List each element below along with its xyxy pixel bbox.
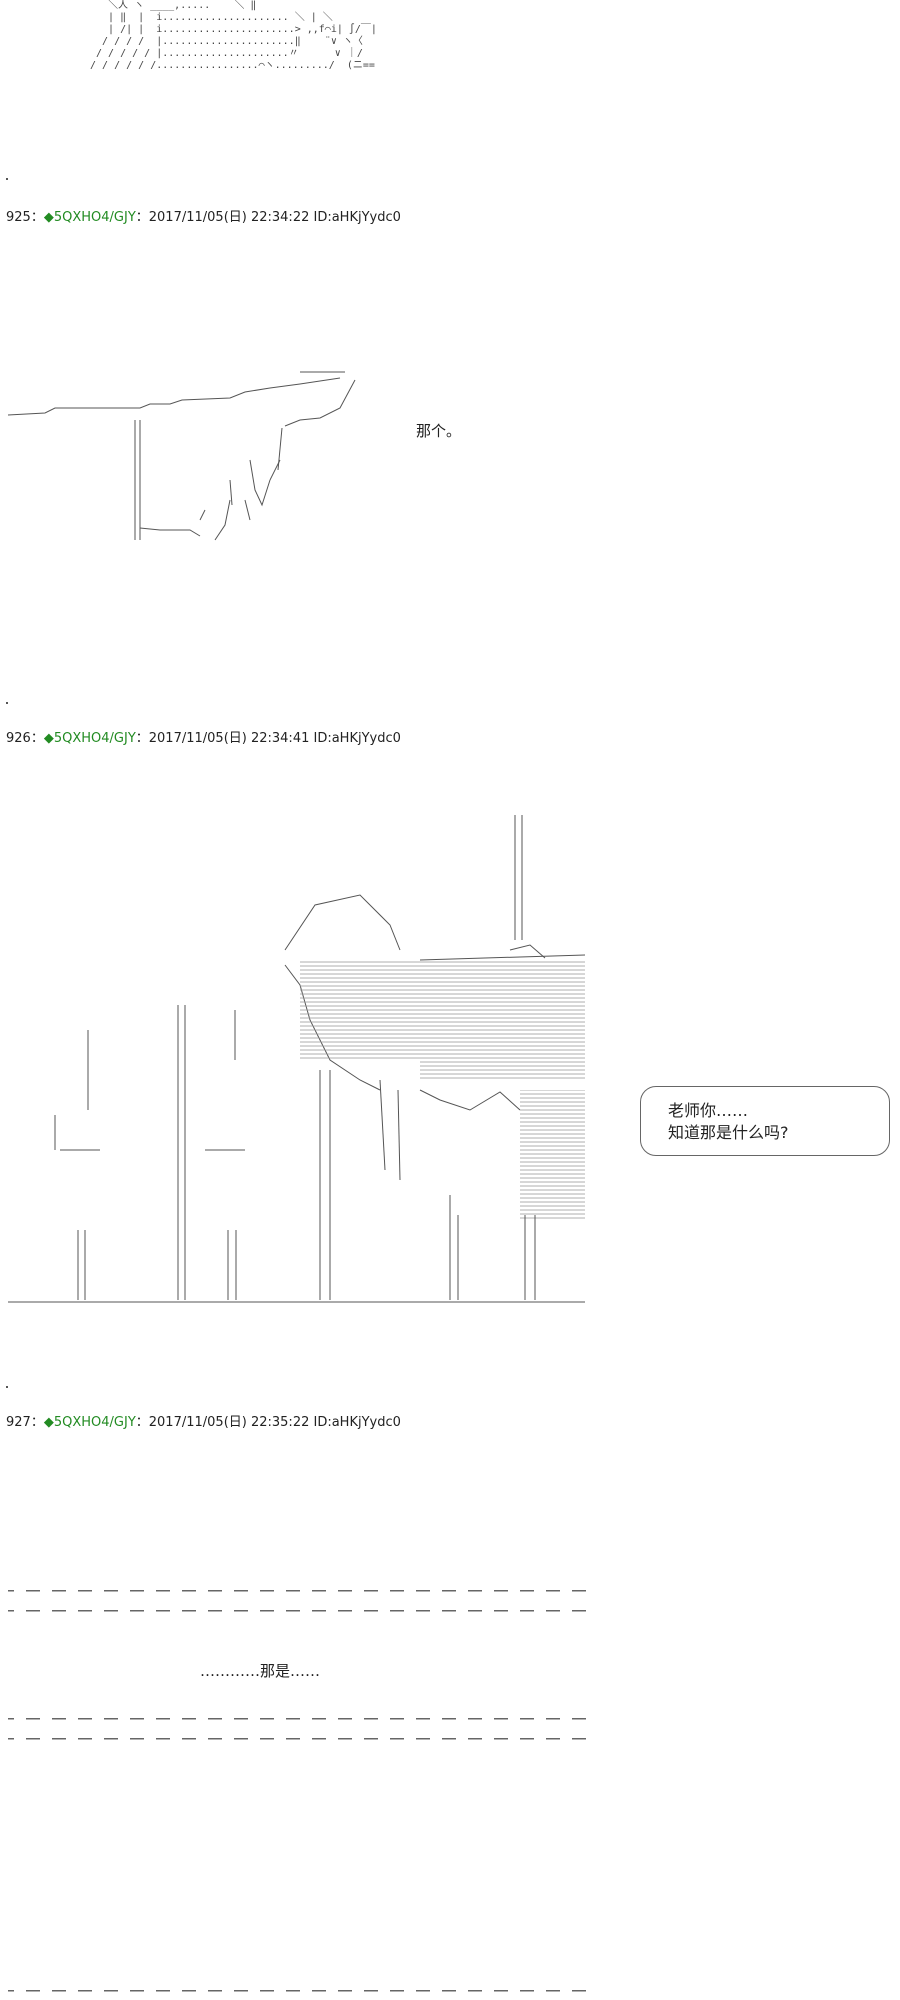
post-separator-dot [6,1386,8,1388]
post-separator-dot [6,178,8,180]
post-header-926: 926：◆5QXHO4/GJY：2017/11/05(日) 22:34:41 I… [6,727,401,746]
bubble-line-2: 知道那是什么吗? [668,1123,789,1142]
post-colon: ： [30,210,44,225]
post-header-925: 925：◆5QXHO4/GJY：2017/11/05(日) 22:34:22 I… [6,206,401,225]
hand-art [7,371,356,541]
post-separator-dot [6,702,8,704]
post-header-927: 927：◆5QXHO4/GJY：2017/11/05(日) 22:35:22 I… [6,1411,401,1430]
caption-927: …………那是…… [200,1662,321,1680]
post-meta: ：2017/11/05(日) 22:34:41 ID:aHKjYydc0 [135,731,401,746]
ascii-art-top: ＼人 ヽ ____,..... ＼ ‖ | ‖ | i.............… [90,0,377,71]
caption-925: 那个。 [416,422,462,440]
post-number: 927 [6,1415,31,1430]
bubble-line-1: 老师你…… [668,1101,749,1120]
post-number: 925 [6,210,31,225]
post-trip[interactable]: ◆5QXHO4/GJY [43,210,136,225]
post-number: 926 [6,731,31,746]
scene-art [8,815,586,1303]
post-colon: ： [30,731,44,746]
post-meta: ：2017/11/05(日) 22:35:22 ID:aHKjYydc0 [135,1415,401,1430]
speech-bubble [640,1086,890,1156]
dot-rows [8,1590,598,1992]
post-meta: ：2017/11/05(日) 22:34:22 ID:aHKjYydc0 [135,210,401,225]
post-colon: ： [30,1415,44,1430]
post-trip[interactable]: ◆5QXHO4/GJY [43,1415,136,1430]
post-trip[interactable]: ◆5QXHO4/GJY [43,731,136,746]
speech-bubble-text: 老师你…… 知道那是什么吗? [668,1100,789,1144]
